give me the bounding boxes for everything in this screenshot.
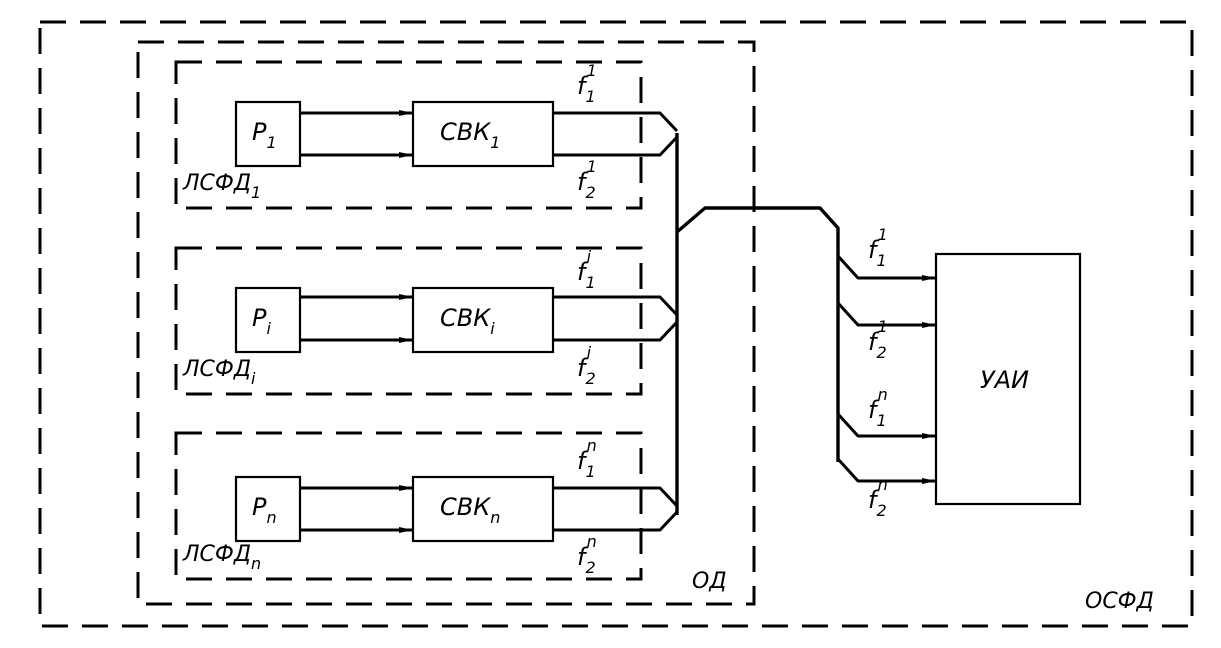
collector-bus bbox=[675, 133, 840, 515]
receiver-input-label: f21 bbox=[868, 317, 888, 362]
channel-frame-label: ЛСФДi bbox=[182, 357, 256, 388]
output-label-f1: f1n bbox=[577, 436, 597, 481]
receiver-input-label: f1n bbox=[868, 385, 888, 430]
receiver-input-label: f11 bbox=[868, 225, 888, 270]
source-block bbox=[234, 286, 302, 354]
receiver-uai-label: УАИ bbox=[980, 366, 1029, 394]
receiver-input-wire bbox=[836, 254, 936, 281]
outer-frame-label: ОСФД bbox=[1085, 589, 1154, 614]
channel-frame-label: ЛСФДn bbox=[182, 542, 261, 573]
output-wire bbox=[553, 486, 679, 508]
channel-frame-lsfd bbox=[174, 246, 643, 396]
source-block bbox=[234, 475, 302, 543]
receiver-input-wire bbox=[836, 301, 936, 328]
object-frame-label: ОД bbox=[692, 569, 727, 594]
output-wire bbox=[553, 111, 679, 133]
output-label-f1: f11 bbox=[577, 61, 597, 106]
output-wire bbox=[553, 295, 679, 317]
receiver-input-wire bbox=[836, 457, 936, 484]
source-block bbox=[234, 100, 302, 168]
object-frame-od bbox=[136, 40, 756, 606]
channel-frame-label: ЛСФД1 bbox=[182, 171, 261, 202]
processor-label: СВК1 bbox=[440, 118, 500, 152]
receiver-inputs: f11 f21 f1n f2n bbox=[836, 225, 936, 520]
output-label-f2: f2n bbox=[577, 532, 597, 577]
processor-block-svk bbox=[411, 475, 555, 543]
output-label-f2: f2i bbox=[577, 343, 596, 388]
channel-frame-lsfd bbox=[174, 431, 643, 581]
output-label-f1: f1i bbox=[577, 247, 596, 292]
output-wire bbox=[553, 320, 679, 342]
channel-frame-lsfd bbox=[174, 60, 643, 210]
source-label: P1 bbox=[252, 118, 277, 152]
channel-1: ЛСФД1 P1 СВК1 f11 f21 bbox=[174, 60, 679, 210]
output-wire bbox=[553, 510, 679, 532]
output-wire bbox=[553, 135, 679, 157]
processor-block-svk bbox=[411, 286, 555, 354]
source-label: Pi bbox=[252, 304, 271, 338]
source-label: Pn bbox=[252, 493, 277, 527]
outer-frame-osfd bbox=[38, 20, 1194, 628]
receiver-uai-block bbox=[934, 252, 1082, 506]
processor-label: СВКi bbox=[440, 304, 495, 338]
processor-label: СВКn bbox=[440, 493, 500, 527]
output-label-f2: f21 bbox=[577, 157, 597, 202]
processor-block-svk bbox=[411, 100, 555, 168]
receiver-input-wire bbox=[836, 412, 936, 439]
channel-2: ЛСФДi Pi СВКi f1i f2i bbox=[174, 246, 679, 396]
receiver-input-label: f2n bbox=[868, 475, 888, 520]
channel-3: ЛСФДn Pn СВКn f1n f2n bbox=[174, 431, 679, 581]
